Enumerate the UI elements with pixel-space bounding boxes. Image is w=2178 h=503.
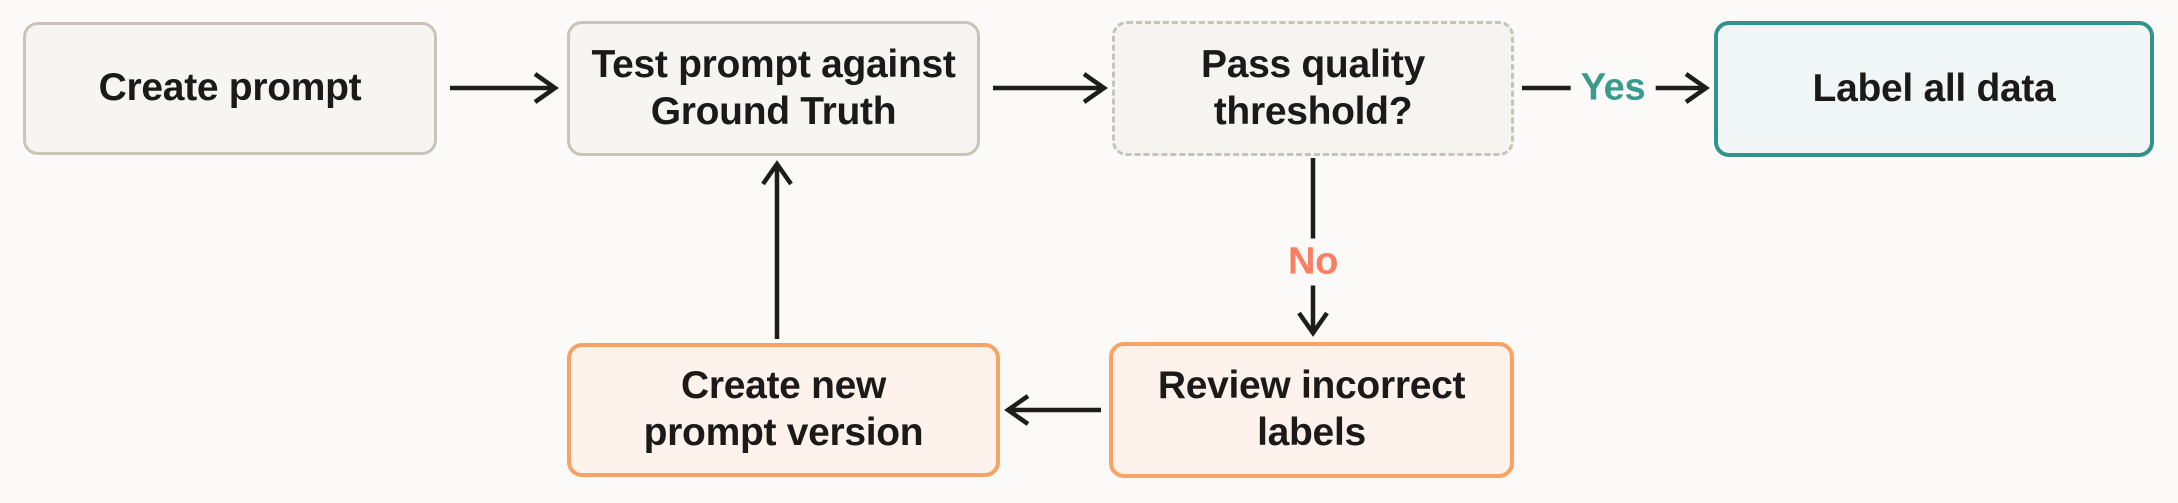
arrowhead-up-icon: [761, 160, 793, 186]
node-test-prompt-against-ground-truth: Test prompt against Ground Truth: [567, 21, 980, 156]
node-pass-quality-threshold: Pass quality threshold?: [1112, 21, 1514, 156]
arrow-create-to-test: [450, 72, 559, 104]
node-label: Create new prompt version: [643, 364, 924, 454]
arrowhead-right-icon: [1082, 72, 1108, 104]
node-create-new-prompt-version: Create new prompt version: [567, 343, 1000, 477]
edge-label-yes: Yes: [1570, 64, 1656, 112]
arrowhead-left-icon: [1004, 394, 1030, 426]
arrow-newprompt-to-test: [761, 160, 793, 339]
node-label: Pass quality threshold?: [1200, 42, 1425, 133]
node-label: Test prompt against Ground Truth: [591, 42, 956, 133]
arrow-test-to-decision: [993, 72, 1108, 104]
node-label: Create prompt: [98, 66, 362, 110]
arrowhead-down-icon: [1297, 311, 1329, 337]
arrowhead-right-icon: [533, 72, 559, 104]
arrow-review-to-newprompt: [1004, 394, 1101, 426]
node-label: Review incorrect labels: [1157, 364, 1466, 454]
node-create-prompt: Create prompt: [23, 22, 437, 155]
node-label: Label all data: [1812, 66, 2056, 110]
arrowhead-right-icon: [1684, 72, 1710, 104]
edge-label-no: No: [1277, 238, 1349, 286]
node-label-all-data: Label all data: [1714, 21, 2154, 157]
node-review-incorrect-labels: Review incorrect labels: [1109, 342, 1514, 478]
